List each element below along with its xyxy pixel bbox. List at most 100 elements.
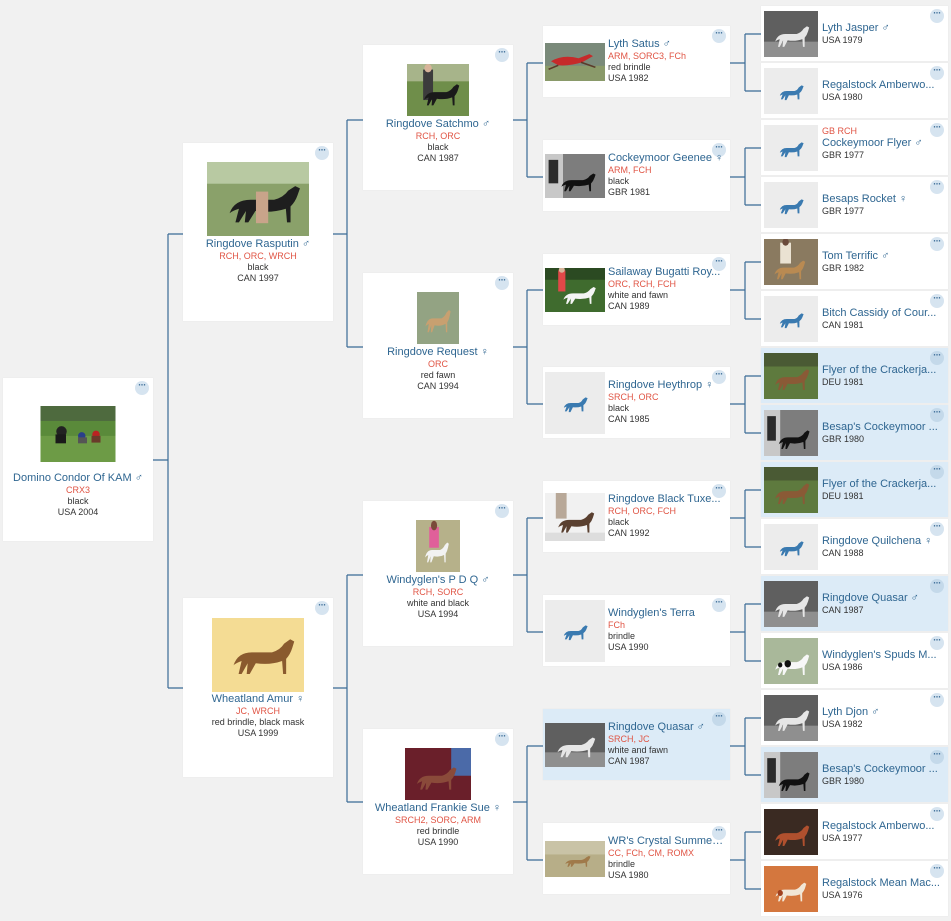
- dog-name-link[interactable]: Tom Terrific: [822, 250, 879, 262]
- dog-card[interactable]: ···Lyth Djon ♂USA 1982: [761, 690, 948, 745]
- more-options-button[interactable]: ···: [930, 66, 944, 80]
- more-options-button[interactable]: ···: [315, 146, 329, 160]
- dog-photo[interactable]: [416, 520, 460, 572]
- dog-photo[interactable]: [545, 42, 605, 81]
- placeholder-dog-icon[interactable]: [764, 124, 818, 171]
- dog-photo[interactable]: [764, 580, 818, 627]
- more-options-button[interactable]: ···: [495, 732, 509, 746]
- placeholder-dog-icon[interactable]: [545, 599, 605, 662]
- dog-card[interactable]: ···Tom Terrific ♂GBR 1982: [761, 234, 948, 289]
- dog-name-link[interactable]: Ringdove Black Tuxe...: [608, 493, 721, 505]
- dog-photo[interactable]: [407, 64, 469, 116]
- dog-photo[interactable]: [545, 840, 605, 877]
- dog-photo[interactable]: [417, 292, 459, 344]
- dog-card[interactable]: ···Regalstock Amberwo...USA 1980: [761, 63, 948, 118]
- dog-card[interactable]: ···Wheatland Frankie Sue ♀SRCH2, SORC, A…: [363, 729, 513, 874]
- dog-photo[interactable]: [764, 352, 818, 399]
- more-options-button[interactable]: ···: [495, 276, 509, 290]
- more-options-button[interactable]: ···: [930, 636, 944, 650]
- more-options-button[interactable]: ···: [930, 750, 944, 764]
- dog-name-link[interactable]: Windyglen's Spuds M...: [822, 649, 937, 661]
- dog-photo[interactable]: [764, 865, 818, 912]
- dog-card[interactable]: ···Bitch Cassidy of Cour...CAN 1981: [761, 291, 948, 346]
- more-options-button[interactable]: ···: [315, 601, 329, 615]
- more-options-button[interactable]: ···: [930, 465, 944, 479]
- dog-card[interactable]: ···Regalstock Mean Mac...USA 1976: [761, 861, 948, 916]
- dog-name-link[interactable]: Flyer of the Crackerja...: [822, 478, 937, 490]
- dog-card[interactable]: ···Ringdove Quilchena ♀CAN 1988: [761, 519, 948, 574]
- more-options-button[interactable]: ···: [495, 48, 509, 62]
- dog-photo[interactable]: [764, 637, 818, 684]
- dog-photo[interactable]: [545, 722, 605, 767]
- dog-name-link[interactable]: Lyth Jasper: [822, 22, 879, 34]
- dog-name-link[interactable]: Windyglen's P D Q: [386, 574, 479, 586]
- more-options-button[interactable]: ···: [930, 693, 944, 707]
- more-options-button[interactable]: ···: [712, 370, 726, 384]
- dog-photo[interactable]: [545, 153, 605, 198]
- dog-card[interactable]: ···Besap's Cockeymoor ...GBR 1980: [761, 405, 948, 460]
- dog-name-link[interactable]: Windyglen's Terra: [608, 607, 695, 619]
- dog-card[interactable]: ···Ringdove Quasar ♂CAN 1987: [761, 576, 948, 631]
- more-options-button[interactable]: ···: [930, 294, 944, 308]
- dog-photo[interactable]: [207, 162, 309, 236]
- more-options-button[interactable]: ···: [712, 598, 726, 612]
- dog-name-link[interactable]: Besap's Cockeymoor ...: [822, 763, 938, 775]
- more-options-button[interactable]: ···: [930, 180, 944, 194]
- more-options-button[interactable]: ···: [930, 351, 944, 365]
- more-options-button[interactable]: ···: [495, 504, 509, 518]
- dog-name-link[interactable]: Besaps Rocket: [822, 193, 896, 205]
- dog-name-link[interactable]: Sailaway Bugatti Roy...: [608, 266, 721, 278]
- dog-photo[interactable]: [212, 618, 304, 692]
- dog-name-link[interactable]: Ringdove Satchmo: [385, 118, 479, 130]
- placeholder-dog-icon[interactable]: [545, 371, 605, 434]
- more-options-button[interactable]: ···: [712, 143, 726, 157]
- dog-name-link[interactable]: Regalstock Amberwo...: [822, 79, 935, 91]
- more-options-button[interactable]: ···: [930, 237, 944, 251]
- dog-card[interactable]: ···Flyer of the Crackerja...DEU 1981: [761, 462, 948, 517]
- dog-name-link[interactable]: Wheatland Frankie Sue: [374, 802, 490, 814]
- dog-name-link[interactable]: Ringdove Quasar: [608, 721, 694, 733]
- more-options-button[interactable]: ···: [712, 484, 726, 498]
- dog-photo[interactable]: [764, 466, 818, 513]
- dog-name-link[interactable]: Bitch Cassidy of Cour...: [822, 307, 937, 319]
- dog-photo[interactable]: [545, 267, 605, 312]
- dog-card[interactable]: ···Lyth Jasper ♂USA 1979: [761, 6, 948, 61]
- dog-name-link[interactable]: Wheatland Amur: [211, 693, 293, 705]
- dog-name-link[interactable]: Lyth Satus: [608, 38, 660, 50]
- dog-name-link[interactable]: Lyth Djon: [822, 706, 869, 718]
- more-options-button[interactable]: ···: [135, 381, 149, 395]
- dog-name-link[interactable]: Domino Condor Of KAM: [13, 472, 132, 484]
- dog-card[interactable]: ···Flyer of the Crackerja...DEU 1981: [761, 348, 948, 403]
- more-options-button[interactable]: ···: [930, 522, 944, 536]
- dog-card[interactable]: ···Besaps Rocket ♀GBR 1977: [761, 177, 948, 232]
- dog-photo[interactable]: [405, 748, 471, 800]
- more-options-button[interactable]: ···: [930, 579, 944, 593]
- dog-card[interactable]: ···Regalstock Amberwo...USA 1977: [761, 804, 948, 859]
- more-options-button[interactable]: ···: [930, 807, 944, 821]
- dog-card[interactable]: ···Windyglen's Spuds M...USA 1986: [761, 633, 948, 688]
- dog-name-link[interactable]: Cockeymoor Geenee: [608, 152, 712, 164]
- dog-card[interactable]: ···Besap's Cockeymoor ...GBR 1980: [761, 747, 948, 802]
- dog-name-link[interactable]: Ringdove Quilchena: [822, 535, 922, 547]
- dog-photo[interactable]: [764, 409, 818, 456]
- dog-photo[interactable]: [764, 751, 818, 798]
- more-options-button[interactable]: ···: [930, 9, 944, 23]
- more-options-button[interactable]: ···: [712, 257, 726, 271]
- dog-photo[interactable]: [764, 10, 818, 57]
- dog-card[interactable]: ···WR's Crystal Summer...CC, FCh, CM, RO…: [543, 823, 730, 894]
- placeholder-dog-icon[interactable]: [764, 67, 818, 114]
- dog-photo[interactable]: [764, 694, 818, 741]
- dog-photo[interactable]: [764, 808, 818, 855]
- more-options-button[interactable]: ···: [712, 29, 726, 43]
- placeholder-dog-icon[interactable]: [764, 523, 818, 570]
